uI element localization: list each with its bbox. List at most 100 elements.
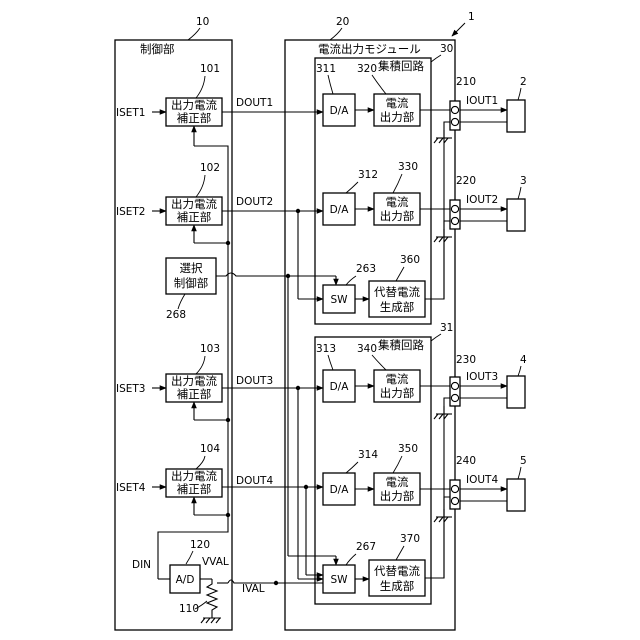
output-unit-4-ref: 350 [398,443,418,455]
switch-1-label: SW [330,294,348,306]
load-2 [507,100,525,132]
dout2-label: DOUT2 [236,196,273,208]
corrector-1-label-line2: 補正部 [177,111,212,125]
iset2-label: ISET2 [116,206,146,218]
terminal-1-ref: 210 [456,76,476,88]
switch-1-ref: 263 [356,263,376,275]
load-4-ref: 4 [520,354,527,366]
output-unit-3-line1: 電流 [386,372,409,386]
output-unit-1-ref: 320 [357,63,377,75]
alt-generator-1-ref: 360 [400,254,420,266]
ic1-ref-lead [431,55,441,62]
dac-2-ref-lead [346,182,358,193]
dac-2-label: D/A [330,204,350,216]
corrector-3-label-line2: 補正部 [177,387,212,401]
output-unit-2-line1: 電流 [386,195,409,209]
switch-2-ref-lead [346,554,356,565]
output-unit-3-line2: 出力部 [380,386,415,400]
din-label: DIN [132,559,151,571]
load-5 [507,479,525,511]
load-3-ref: 3 [520,175,527,187]
alt-generator-1-ref-lead [396,267,404,281]
control-unit-ref: 10 [196,16,209,28]
adc-ref: 120 [190,539,210,551]
output-unit-1-line2: 出力部 [380,110,415,124]
alt-generator-1-line2: 生成部 [380,300,415,314]
control-unit-title: 制御部 [140,42,175,56]
dac-1-label: D/A [330,105,350,117]
ic1-ref: 30 [440,43,453,55]
ground-icon [434,130,452,143]
corrector-3-label-line1: 出力電流 [171,374,217,388]
ic2-ref: 31 [440,322,453,334]
corrector-1-ref-lead [196,76,205,98]
alt-generator-1-line1: 代替電流 [374,285,420,299]
selector-label-line1: 選択 [180,261,203,275]
corrector-3-ref-lead [196,356,205,374]
output-unit-3-ref-lead [372,355,386,370]
load-4 [507,376,525,408]
iout4-label: IOUT4 [466,474,498,486]
ground-icon [434,509,452,522]
ground-icon [434,229,452,242]
output-unit-1-line1: 電流 [386,96,409,110]
alt-generator-outputs [425,122,453,578]
dout-taps-to-switches [296,209,323,579]
iout2-label: IOUT2 [466,194,498,206]
output-unit-2-ref-lead [393,174,402,193]
dac-4-ref: 314 [358,449,378,461]
dout4-label: DOUT4 [236,475,273,487]
load-2-ref: 2 [520,76,527,88]
module-ref-lead [330,28,342,40]
output-unit-3-ref: 340 [357,343,377,355]
selector-ref: 268 [166,309,186,321]
alt-generator-2-line1: 代替電流 [374,564,420,578]
load-3 [507,199,525,231]
iset1-label: ISET1 [116,107,146,119]
resistor-ref: 110 [179,603,199,615]
ic1-title: 集積回路 [378,59,424,73]
load-5-ref: 5 [520,455,527,467]
selector-control-line [216,273,336,565]
corrector-4-ref: 104 [200,443,220,455]
vval-label: VVAL [202,556,229,568]
output-unit-2-line2: 出力部 [380,209,415,223]
corrector-1-ref: 101 [200,63,220,75]
module-ref: 20 [336,16,349,28]
dac-3-ref-lead [328,355,333,370]
sense-resistor [207,580,217,614]
dac-3-ref: 313 [316,343,336,355]
dac-4-label: D/A [330,484,350,496]
corrector-4-label-line2: 補正部 [177,482,212,496]
corrector-2-label-line2: 補正部 [177,210,212,224]
output-unit-2-ref: 330 [398,161,418,173]
selector-label-line2: 制御部 [174,276,209,290]
switch-2-label: SW [330,574,348,586]
output-unit-4-line1: 電流 [386,475,409,489]
corrector-2-ref-lead [196,175,205,197]
resistor-ground-icon [201,614,221,623]
ic2-ref-lead [431,334,441,341]
switch-2-ref: 267 [356,541,376,553]
iout3-label: IOUT3 [466,371,498,383]
ival-line [217,580,323,585]
iset3-label: ISET3 [116,383,146,395]
iset4-label: ISET4 [116,482,146,494]
output-unit-4-ref-lead [393,456,402,473]
ground-icon [434,406,452,419]
control-unit-frame [115,40,232,630]
corrector-1-label-line1: 出力電流 [171,98,217,112]
switch-1-ref-lead [346,276,356,285]
dac-1-ref: 311 [316,63,336,75]
dac-1-ref-lead [328,75,333,94]
system-ref: 1 [468,11,475,23]
dac-3-label: D/A [330,381,350,393]
output-unit-4-line2: 出力部 [380,489,415,503]
terminal-4-ref: 240 [456,455,476,467]
corrector-4-ref-lead [196,456,205,469]
system-ref-arrow [452,23,465,36]
terminal-3-ref: 230 [456,354,476,366]
corrector-3-ref: 103 [200,343,220,355]
corrector-2-ref: 102 [200,162,220,174]
